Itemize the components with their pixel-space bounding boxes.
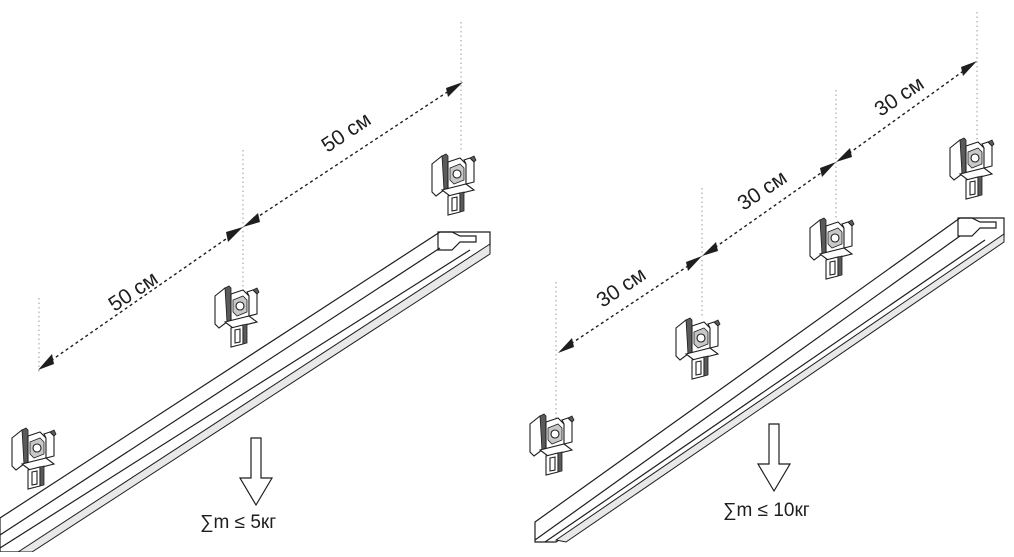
guide-lines [555, 12, 978, 418]
right-panel: 30 см 30 см 30 см ∑m ≤ 10кг [529, 12, 1005, 543]
spacing-label: 30 см [733, 166, 791, 215]
ceiling-hook-icon [949, 137, 995, 200]
dimension-line-right-2 [702, 162, 836, 256]
down-arrow-icon [238, 437, 274, 507]
spacing-label: 50 см [317, 108, 375, 157]
spacing-label: 30 см [870, 72, 928, 121]
dimension-line-left-2 [243, 82, 463, 227]
load-limit-label: ∑m ≤ 10кг [723, 500, 810, 521]
down-arrow-icon [756, 423, 792, 493]
ceiling-hook-icon [11, 427, 57, 490]
ceiling-hook-icon [214, 285, 260, 348]
ceiling-hook-icon [529, 413, 575, 476]
dimension-line-right-1 [558, 256, 702, 353]
spacing-label: 30 см [592, 263, 650, 312]
spacing-label: 50 см [104, 267, 162, 316]
guide-lines [38, 22, 462, 372]
left-panel: 50 см 50 см ∑m ≤ 5кг [0, 22, 491, 553]
ceiling-hook-icon [431, 153, 477, 216]
load-limit-label: ∑m ≤ 5кг [200, 512, 276, 533]
ceiling-hook-icon [809, 217, 855, 280]
dimension-line-left-1 [38, 227, 243, 370]
curtain-rail-icon [0, 231, 491, 553]
dimension-line-right-3 [836, 61, 977, 162]
ceiling-hook-icon [675, 317, 721, 380]
curtain-rail-icon [534, 217, 1005, 543]
